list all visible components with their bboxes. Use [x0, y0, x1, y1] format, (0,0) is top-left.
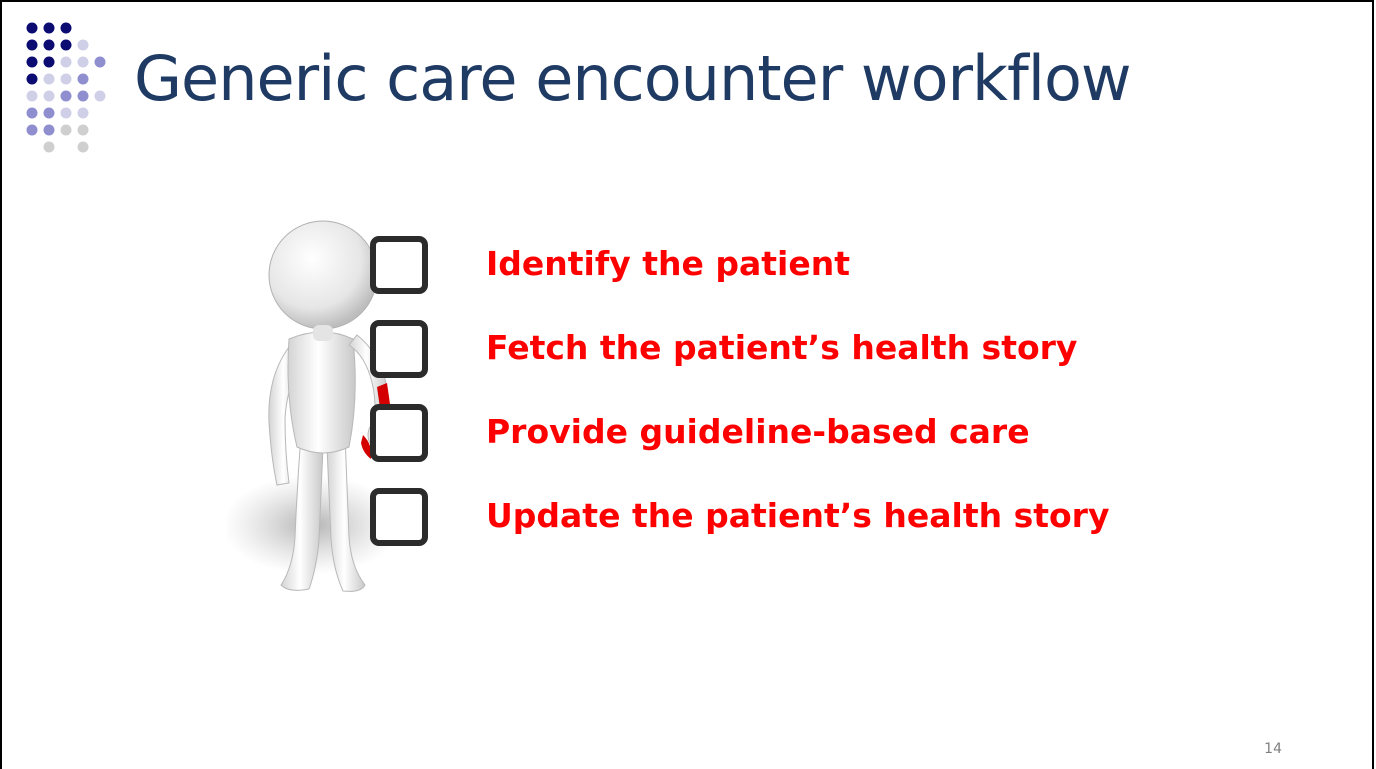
figure-left-leg — [280, 434, 324, 591]
decorative-dot — [43, 90, 55, 102]
list-item: Fetch the patient’s health story — [370, 318, 1350, 390]
decorative-dot — [26, 22, 38, 34]
decorative-dot — [60, 73, 72, 85]
decorative-dot — [43, 56, 55, 68]
decorative-dot — [94, 90, 106, 102]
decorative-dot — [60, 39, 72, 51]
decorative-dot — [43, 39, 55, 51]
decorative-dot — [60, 107, 72, 119]
list-item: Provide guideline-based care — [370, 402, 1350, 474]
decorative-dot — [26, 124, 38, 136]
decorative-dot — [77, 56, 89, 68]
decorative-dot — [43, 22, 55, 34]
decorative-dot — [60, 124, 72, 136]
decorative-dot — [43, 141, 55, 153]
decorative-dot — [77, 141, 89, 153]
checklist-item-label: Fetch the patient’s health story — [486, 328, 1078, 367]
decorative-dot — [77, 124, 89, 136]
decorative-dot — [60, 90, 72, 102]
checklist-item-label: Provide guideline-based care — [486, 412, 1030, 451]
decorative-dot — [26, 39, 38, 51]
checklist-item-label: Update the patient’s health story — [486, 496, 1110, 535]
decorative-dot — [60, 56, 72, 68]
checklist-item-label: Identify the patient — [486, 244, 850, 283]
figure-torso — [287, 331, 356, 454]
empty-checkbox-icon — [370, 236, 428, 294]
list-item: Identify the patient — [370, 234, 1350, 306]
empty-checkbox-icon — [370, 404, 428, 462]
figure-left-arm — [268, 346, 302, 486]
decorative-dot — [77, 107, 89, 119]
page-number: 14 — [1264, 741, 1282, 757]
decorative-dot — [26, 90, 38, 102]
decorative-dot — [26, 107, 38, 119]
empty-checkbox-icon — [370, 488, 428, 546]
decorative-dot — [43, 73, 55, 85]
checklist: Identify the patient Fetch the patient’s… — [370, 234, 1350, 564]
slide-title: Generic care encounter workflow — [134, 42, 1132, 115]
figure-head — [268, 220, 378, 330]
decorative-dot — [26, 73, 38, 85]
decorative-dot — [77, 39, 89, 51]
decorative-dot — [77, 90, 89, 102]
decorative-dot — [60, 22, 72, 34]
decorative-dot — [94, 56, 106, 68]
decorative-dot — [43, 107, 55, 119]
figure-right-leg — [326, 434, 366, 592]
decorative-dot — [77, 73, 89, 85]
decorative-dot — [26, 56, 38, 68]
dot-grid-icon — [26, 22, 106, 153]
list-item: Update the patient’s health story — [370, 486, 1350, 558]
decorative-dot — [43, 124, 55, 136]
empty-checkbox-icon — [370, 320, 428, 378]
